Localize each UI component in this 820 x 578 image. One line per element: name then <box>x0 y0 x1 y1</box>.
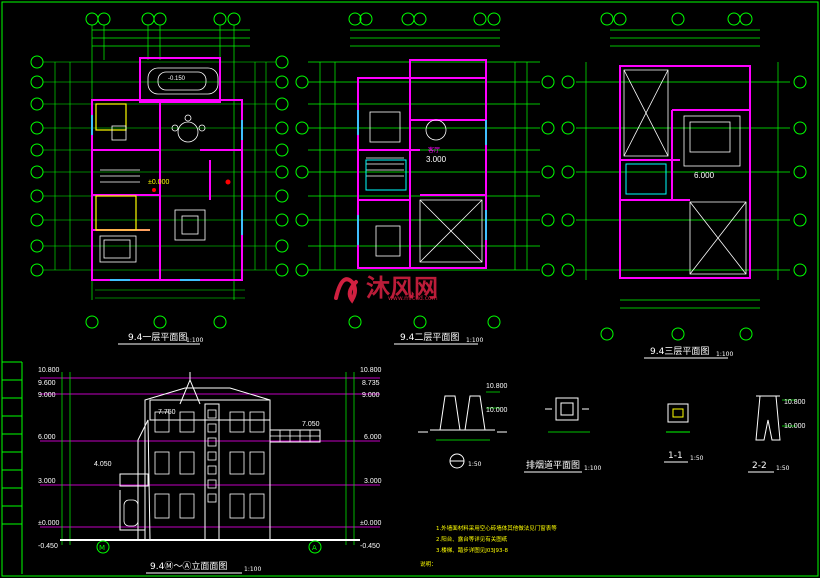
chimney-plan <box>545 397 589 421</box>
second-floor-axis-bubbles-top <box>348 12 501 26</box>
elevation-level-left-3: 6.000 <box>38 434 56 441</box>
elevation-level-right-5: ±0.000 <box>360 520 381 527</box>
chimney-level-1: 10.000 <box>486 407 508 414</box>
first-floor-walls <box>91 57 243 281</box>
third-floor-roof <box>623 69 747 275</box>
elevation-level-right-0: 10.800 <box>360 367 382 374</box>
chimney-detail-1-dims <box>436 391 500 441</box>
elevation-level-left-2: 9.000 <box>38 392 56 399</box>
first-floor-red-marks <box>152 179 231 192</box>
note-2: 2.阳台、露台等详见有关图纸 <box>436 535 508 543</box>
chimney-details: 10.800 10.000 1:50 排烟道平面图 1:100 1-1 1:50… <box>418 383 806 473</box>
elevation-right-levels: 10.800 8.735 9.000 6.000 3.000 ±0.000 -0… <box>360 367 382 550</box>
watermark-text: 沐风网 <box>366 274 438 302</box>
third-floor-plan: 6.000 9.4三层平面图 1:100 <box>561 12 807 359</box>
section-level-0: 10.800 <box>784 399 806 406</box>
note-3: 3.楼梯、踏步详图见J03J93-8 <box>436 546 508 554</box>
watermark: 沐风网 www.mfcad.com <box>334 274 438 304</box>
second-floor-windows <box>357 110 487 245</box>
second-floor-level-label: 3.000 <box>426 155 447 164</box>
second-floor-scale: 1:100 <box>466 337 483 344</box>
first-floor-yellow-infill <box>95 103 150 231</box>
second-floor-room-label: 客厅 <box>428 146 440 154</box>
elevation-level-left-4: 3.000 <box>38 478 56 485</box>
elevation-level-right-6: -0.450 <box>360 543 380 550</box>
elevation-scale: 1:100 <box>244 566 261 573</box>
elevation-facade-level-2: 4.050 <box>94 461 112 468</box>
first-floor-gridlines <box>43 61 276 299</box>
chimney-detail-1 <box>418 395 507 433</box>
notes-label: 说明： <box>420 560 437 568</box>
chimney-plan-scale: 1:100 <box>584 465 601 472</box>
second-floor-plan: 3.000 客厅 9.4二层平面图 1:100 <box>295 12 555 345</box>
elevation: 10.800 9.600 9.000 6.000 3.000 ±0.000 -0… <box>38 367 382 574</box>
elevation-level-left-5: ±0.000 <box>38 520 59 527</box>
first-floor-level-label: ±0.000 <box>148 179 169 186</box>
second-floor-dims <box>308 29 540 271</box>
third-floor-walls <box>619 65 751 279</box>
chimney-level-0: 10.800 <box>486 383 508 390</box>
second-floor-axis-bubbles-side <box>295 75 555 277</box>
elevation-facade-level-1: 7.050 <box>302 421 320 428</box>
section-1-1-title: 1-1 <box>668 451 683 461</box>
third-floor-axis-bubbles-side <box>561 75 807 277</box>
elevation-level-left-0: 10.800 <box>38 367 60 374</box>
elevation-axis-bubbles <box>96 540 322 554</box>
third-floor-axis-bubbles-bottom <box>600 327 753 341</box>
elevation-facade-levels: 7.750 7.050 4.050 <box>94 409 320 468</box>
elevation-level-left-1: 9.600 <box>38 380 56 387</box>
watermark-logo-icon <box>334 277 358 304</box>
second-floor-title: 9.4二层平面图 <box>400 332 459 343</box>
first-floor-axis-bubbles-bottom <box>85 315 227 329</box>
note-1: 1.外墙面材料采用空心砖墙体其他做法见门窗表等 <box>436 524 557 532</box>
section-2-2-dims <box>782 399 796 427</box>
elevation-title: 9.4Ⓜ～Ⓐ立面面图 <box>150 560 227 572</box>
first-floor-plan: ±0.000 -0.150 9.4一层平面图 1:100 <box>30 12 289 345</box>
elevation-level-right-3: 6.000 <box>364 434 382 441</box>
second-floor-walls <box>357 59 487 269</box>
elevation-level-right-1: 8.735 <box>362 380 380 387</box>
elevation-axis-right: A <box>312 544 317 552</box>
second-floor-axis-bubbles-bottom <box>348 315 501 329</box>
third-floor-level-label: 6.000 <box>694 171 715 180</box>
section-2-2-scale: 1:50 <box>776 465 790 472</box>
second-floor-stair <box>365 159 407 191</box>
third-floor-axis-bubbles-top <box>600 12 753 26</box>
watermark-url: www.mfcad.com <box>388 295 438 302</box>
section-1-1 <box>666 403 690 433</box>
first-floor-title: 9.4一层平面图 <box>128 332 187 343</box>
elevation-level-right-4: 3.000 <box>364 478 382 485</box>
third-floor-dims <box>576 29 790 309</box>
section-level-1: 10.000 <box>784 423 806 430</box>
elevation-level-lines <box>40 377 380 528</box>
notes-block: 1.外墙面材料采用空心砖墙体其他做法见门窗表等 2.阳台、露台等详见有关图纸 3… <box>420 524 557 568</box>
chimney-detail-scale: 1:50 <box>468 461 482 468</box>
second-floor-roof-outline <box>366 111 483 263</box>
section-2-2 <box>755 395 781 441</box>
elevation-axis-left: M <box>99 544 105 552</box>
first-floor-garage-level: -0.150 <box>168 76 186 82</box>
third-floor-scale: 1:100 <box>716 351 733 358</box>
elevation-facade-level-0: 7.750 <box>158 409 176 416</box>
third-floor-stair <box>625 163 667 195</box>
elevation-left-levels: 10.800 9.600 9.000 6.000 3.000 ±0.000 -0… <box>38 367 60 550</box>
section-1-1-scale: 1:50 <box>690 455 704 462</box>
first-floor-windows <box>91 115 243 281</box>
section-2-2-title: 2-2 <box>752 461 767 471</box>
third-floor-title: 9.4三层平面图 <box>650 346 709 357</box>
first-floor-furniture <box>99 67 219 263</box>
elevation-level-left-6: -0.450 <box>38 543 58 550</box>
chimney-plan-title: 排烟道平面图 <box>526 459 580 471</box>
elevation-level-right-2: 9.000 <box>362 392 380 399</box>
elevation-windows <box>123 409 320 527</box>
first-floor-scale: 1:100 <box>186 337 203 344</box>
elevation-dim-left <box>61 372 355 545</box>
